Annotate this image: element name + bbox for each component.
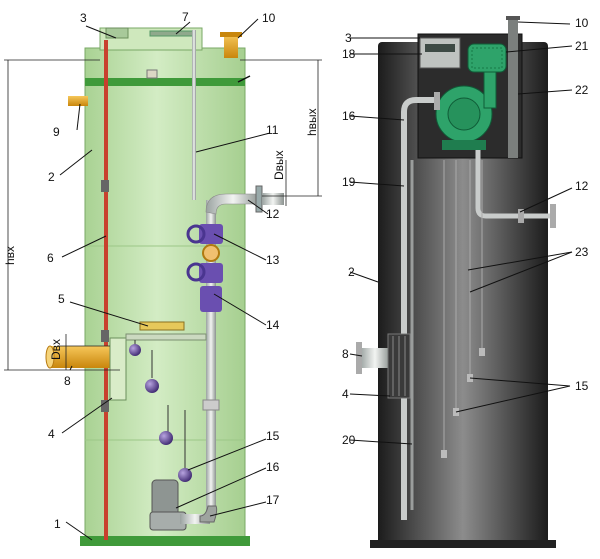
callout-12-left: 12 — [266, 207, 280, 221]
inlet-distributor — [109, 337, 127, 401]
suction-flange — [434, 92, 440, 110]
pipe-clamp — [202, 399, 220, 411]
callout-16-right: 16 — [342, 109, 356, 123]
callout-10-left: 10 — [262, 11, 276, 25]
float-switch — [129, 344, 141, 356]
dimension-h-out: hвых — [305, 108, 319, 136]
float-clamp-bar — [139, 321, 185, 331]
callout-12-right: 12 — [575, 179, 589, 193]
dimension-h-in: hвх — [3, 246, 17, 265]
float-switch — [178, 468, 192, 482]
auto-coupling — [199, 505, 218, 523]
vent-cap — [506, 16, 520, 20]
callout-16-left: 16 — [266, 460, 280, 474]
control-display — [425, 44, 455, 52]
rising-pipe — [192, 30, 196, 200]
left-leaders — [59, 18, 271, 541]
discharge-flange-right — [550, 204, 556, 228]
left-tank-base — [80, 536, 250, 546]
hatch-handle — [149, 30, 196, 37]
guide-rod — [104, 40, 108, 540]
motor-fins — [471, 47, 503, 69]
dimension-d-in: Dвх — [49, 339, 63, 360]
callout-15-left: 15 — [266, 429, 280, 443]
rod-bracket — [101, 330, 109, 342]
callout-18: 18 — [342, 47, 356, 61]
discharge-flange-mid — [518, 209, 524, 223]
callout-5: 5 — [58, 292, 65, 306]
tank-mark — [146, 69, 158, 79]
pump-foot — [442, 140, 486, 150]
dimension-d-out: Dвых — [272, 150, 286, 180]
control-box — [419, 37, 461, 69]
inlet-flange-right — [356, 342, 362, 374]
suction-pipe — [401, 97, 438, 520]
callout-14: 14 — [266, 318, 280, 332]
float-switch — [145, 379, 159, 393]
vent-stack — [508, 18, 518, 158]
float-switch — [159, 431, 173, 445]
level-sensor — [441, 450, 447, 458]
discharge-pipe-right — [475, 150, 552, 219]
callout-3-right: 3 — [345, 31, 352, 45]
valve-handwheel — [186, 262, 206, 282]
outlet-pipe-end — [262, 193, 284, 205]
dimension-lines — [4, 59, 322, 371]
top-vent-cap — [220, 32, 242, 37]
check-valve-ring — [202, 244, 220, 262]
submersible-pump — [149, 479, 210, 531]
callout-11: 11 — [266, 123, 279, 137]
callout-7: 7 — [182, 10, 189, 24]
top-edge-mark — [237, 75, 251, 83]
callout-19: 19 — [342, 175, 356, 189]
pump-cover — [447, 97, 481, 131]
top-vent-pipe — [224, 34, 238, 58]
callout-3-left: 3 — [80, 11, 87, 25]
right-leaders — [349, 21, 573, 445]
gate-valve — [186, 224, 223, 244]
left-callout-labels: 3 7 10 9 2 6 5 8 4 11 12 13 14 15 16 17 … — [47, 10, 280, 531]
vent-pipe — [68, 96, 88, 106]
discharge-pipe — [206, 200, 216, 518]
callout-6: 6 — [47, 251, 54, 265]
callout-20: 20 — [342, 433, 356, 447]
rod-bracket — [101, 180, 109, 192]
right-tank-base — [370, 540, 556, 548]
callout-4-right: 4 — [342, 387, 349, 401]
callout-17: 17 — [266, 493, 280, 507]
pump-bracket — [483, 71, 497, 109]
callout-4-left: 4 — [48, 427, 55, 441]
inlet-pipe — [50, 346, 112, 368]
float-shelf — [125, 333, 207, 341]
check-valve — [200, 286, 222, 312]
left-tank — [45, 27, 284, 546]
gate-valve — [186, 262, 223, 283]
service-hatch — [105, 27, 129, 39]
inlet-pipe-right — [360, 348, 390, 368]
rod-bracket — [101, 400, 109, 412]
valve-handwheel — [186, 224, 206, 244]
callout-10-right: 10 — [575, 16, 589, 30]
callout-21: 21 — [575, 39, 589, 53]
callout-15-right: 15 — [575, 379, 589, 393]
right-tank-body — [378, 42, 548, 544]
callout-2-right: 2 — [348, 265, 355, 279]
callout-8-left: 8 — [64, 374, 71, 388]
callout-8-right: 8 — [342, 347, 349, 361]
callout-22: 22 — [575, 83, 589, 97]
left-tank-rim-band — [85, 78, 245, 86]
inlet-pipe-mouth — [45, 345, 55, 369]
callout-13: 13 — [266, 253, 280, 267]
level-sensor — [479, 348, 485, 356]
right-callout-labels: 3 18 16 19 2 8 4 20 10 21 22 12 23 15 — [342, 16, 589, 447]
callout-1: 1 — [54, 517, 61, 531]
right-tank — [356, 16, 556, 548]
callout-23: 23 — [575, 245, 589, 259]
callout-2-left: 2 — [48, 170, 55, 184]
callout-9: 9 — [53, 125, 60, 139]
